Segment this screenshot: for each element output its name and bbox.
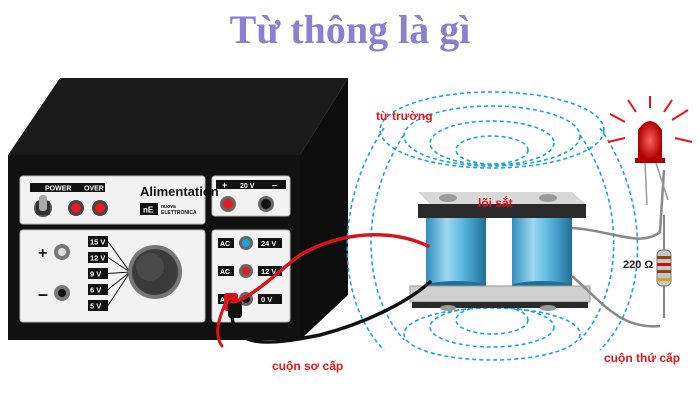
ac-output-label: 24 V [261,239,276,248]
ac-terminal[interactable] [239,264,253,278]
ac-output-row: AC 12 V [218,264,282,278]
brand-label: Alimentation [140,184,219,199]
dc-label-bg [216,180,286,189]
core-label: lõi sắt [478,195,513,210]
primary-label: cuộn sơ cấp [272,359,343,373]
primary-coil [426,218,486,286]
voltage-list: 15 V 12 V 9 V 6 V 5 V [88,236,131,311]
magnetic-field-lines [346,91,639,361]
dc-minus-label: – [272,180,277,190]
transformer [409,192,591,311]
logo-text-2: ELETTRONICA [161,210,197,216]
dc-plus-terminal[interactable] [220,196,236,212]
power-led [68,200,84,216]
logo-text-1: nuova [161,204,176,210]
ac-label: AC [220,241,230,248]
voltage-option[interactable]: 5 V [88,271,131,311]
voltage-option[interactable]: 9 V [88,268,131,279]
minus-sign: – [38,284,48,304]
power-switch[interactable] [34,195,52,217]
led-lamp [607,96,693,206]
ac-output-label: 0 V [261,295,272,304]
dc-minus-terminal[interactable] [258,196,274,212]
resistor-label: 220 Ω [623,259,653,271]
voltage-option-label: 9 V [90,270,101,279]
resistor [656,215,672,318]
power-label: POWER [45,186,71,193]
voltage-knob[interactable] [128,245,182,299]
over-led [92,200,108,216]
plus-sign: + [38,245,47,262]
voltage-option-label: 15 V [90,238,105,247]
secondary-coil [512,218,572,286]
ac-output-label: 12 V [261,267,276,276]
ac-terminal[interactable] [239,236,253,250]
ac-label: AC [220,269,230,276]
dc-plus-label: + [222,180,227,190]
logo-mark: nE [143,206,154,215]
dc-voltage-label: 20 V [240,183,255,190]
ac-output-row: AC 24 V [218,236,282,250]
core-top [418,204,586,218]
psu-side [300,78,348,340]
voltage-option[interactable]: 6 V [88,271,131,295]
voltage-option-label: 6 V [90,286,101,295]
secondary-wires [571,169,666,328]
var-plus-terminal[interactable] [54,244,70,260]
power-supply: POWER OVER Alimentation nE nuova ELETTRO… [8,78,348,340]
secondary-label: cuộn thứ cấp [604,351,680,365]
field-label: từ trường [376,109,433,123]
voltage-option[interactable]: 12 V [88,252,131,273]
voltage-option-label: 5 V [90,302,101,311]
psu-top [8,78,348,155]
primary-wires [216,232,432,348]
var-minus-terminal[interactable] [54,285,70,301]
core-bottom [409,285,591,303]
voltage-option-label: 12 V [90,254,105,263]
black-wire [230,280,432,344]
page-title: Từ thông là gì [229,7,471,52]
power-label-bg [30,183,105,192]
logo-mark-bg [140,203,158,215]
over-label: OVER [84,186,104,193]
red-wire [230,232,430,304]
voltage-option[interactable]: 15 V [88,236,131,273]
